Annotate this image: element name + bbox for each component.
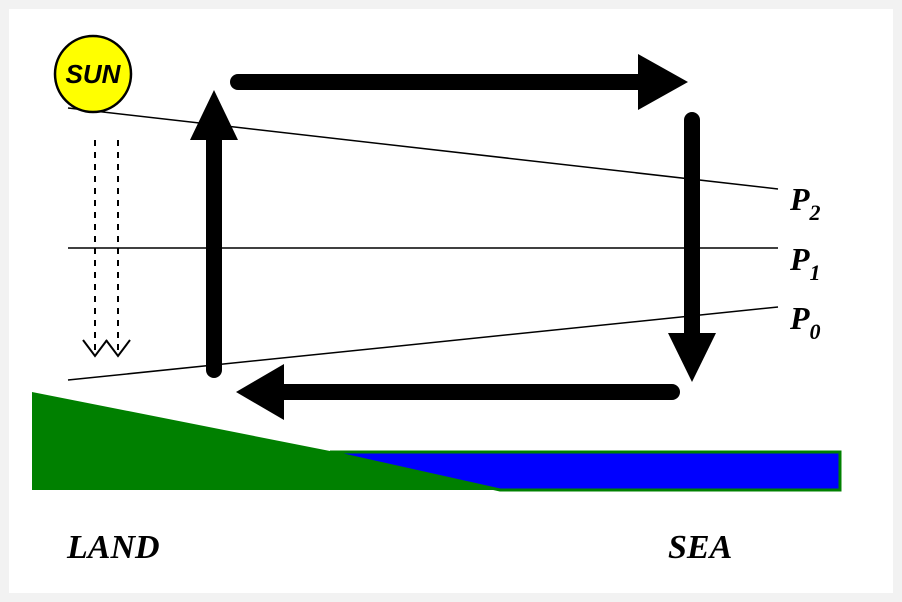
land-label: LAND [66, 529, 160, 566]
arrowhead-top [638, 54, 688, 110]
diagram-panel [9, 9, 893, 593]
sun-icon: SUN [53, 34, 133, 114]
sea-label: SEA [668, 529, 732, 566]
isobar-p2-line [67, 107, 779, 190]
arrowhead-right [668, 333, 716, 382]
pressure-label-p2: P2 [789, 181, 821, 225]
pressure-label-p1: P1 [789, 241, 821, 285]
sun-label: SUN [66, 59, 122, 89]
arrowhead-left [190, 90, 238, 140]
pressure-label-p0: P0 [789, 300, 821, 344]
sun-rays [82, 140, 131, 358]
isobar-p0-line [67, 306, 779, 381]
circulation-arrows [190, 54, 716, 420]
arrowhead-bottom [236, 364, 284, 420]
land-area [32, 392, 500, 490]
